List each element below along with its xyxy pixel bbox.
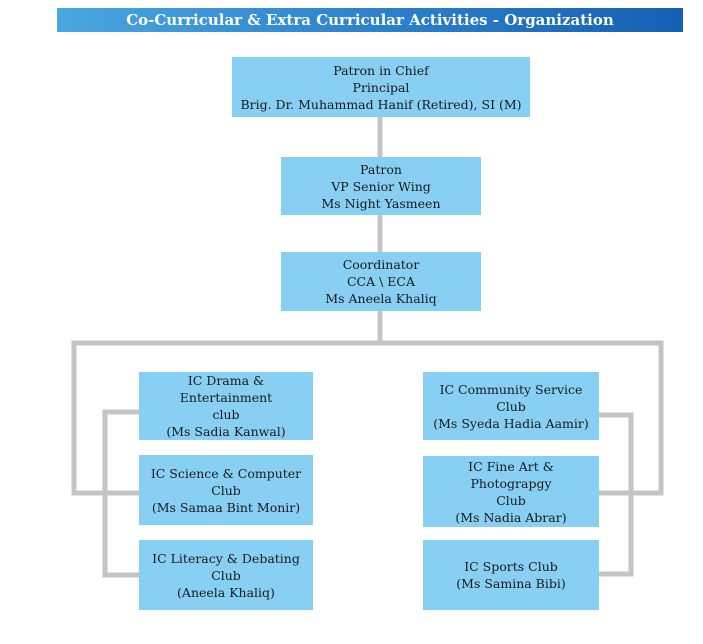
- coordinator-name: Ms Aneela Khaliq: [325, 291, 437, 306]
- patron-role: Patron: [360, 161, 402, 177]
- club-name: IC Community Service Club: [439, 381, 583, 414]
- connector-left-inner: [102, 409, 139, 578]
- club-box-fine-art-photography: IC Fine Art & Photograpgy Club (Ms Nadia…: [423, 456, 599, 527]
- club-name: IC Fine Art & Photograpgy: [468, 458, 554, 491]
- patron-in-chief-role: Patron in Chief: [333, 62, 429, 78]
- patron-name: Ms Night Yasmeen: [321, 195, 441, 211]
- title-banner: Co-Curricular & Extra Curricular Activit…: [57, 8, 683, 32]
- patron-in-chief-box: Patron in Chief Principal Brig. Dr. Muha…: [232, 57, 530, 117]
- club-incharge: (Aneela Khaliq): [177, 584, 275, 600]
- club-name: IC Science & Computer Club: [150, 465, 302, 498]
- club-incharge: (Ms Sadia Kanwal): [166, 424, 286, 439]
- patron-position: VP Senior Wing: [331, 178, 431, 194]
- coordinator-box: Coordinator CCA \ ECA Ms Aneela Khaliq: [281, 252, 481, 311]
- patron-box: Patron VP Senior Wing Ms Night Yasmeen: [281, 157, 481, 215]
- patron-in-chief-position: Principal: [352, 79, 410, 95]
- club-incharge: (Ms Syeda Hadia Aamir): [433, 415, 589, 431]
- club-box-literacy-debating: IC Literacy & Debating Club (Aneela Khal…: [139, 540, 313, 610]
- club-incharge: (Ms Samaa Bint Monir): [151, 499, 301, 515]
- coordinator-role: Coordinator: [342, 257, 420, 272]
- club-name: IC Sports Club: [464, 559, 558, 574]
- club-name-cont: Club: [496, 492, 526, 508]
- club-incharge: (Ms Samina Bibi): [456, 576, 566, 591]
- club-box-drama: IC Drama & Entertainment club (Ms Sadia …: [139, 372, 313, 440]
- patron-in-chief-name: Brig. Dr. Muhammad Hanif (Retired), SI (…: [240, 96, 522, 112]
- club-name: IC Drama & Entertainment: [179, 373, 273, 405]
- club-box-science-computer: IC Science & Computer Club (Ms Samaa Bin…: [139, 455, 313, 525]
- connector-right-inner: [599, 412, 634, 577]
- club-name-cont: club: [212, 407, 240, 422]
- club-incharge: (Ms Nadia Abrar): [455, 509, 567, 525]
- club-box-sports: IC Sports Club (Ms Samina Bibi): [423, 540, 599, 610]
- club-name: IC Literacy & Debating Club: [152, 550, 300, 583]
- coordinator-dept: CCA \ ECA: [346, 274, 416, 289]
- club-box-community-service: IC Community Service Club (Ms Syeda Hadi…: [423, 372, 599, 440]
